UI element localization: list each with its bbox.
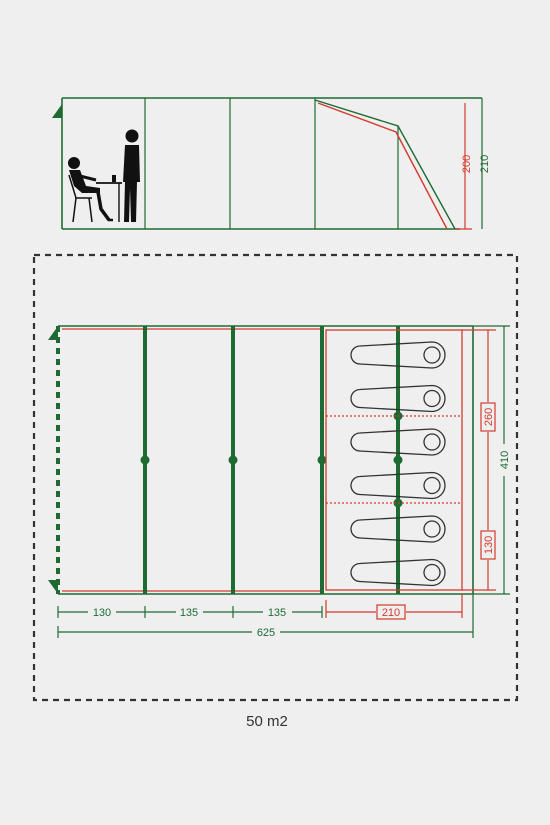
width-label-1: 130 <box>93 607 111 619</box>
side-view: 200 210 <box>52 97 491 230</box>
sleeping-bag-icon <box>350 341 446 369</box>
plan-door-flap-bottom <box>48 580 58 594</box>
plan-door-flap-top <box>48 326 58 340</box>
plan-poles <box>140 326 403 594</box>
bedroom-width-top-label: 260 <box>483 408 495 426</box>
width-label-2: 135 <box>180 607 198 619</box>
footprint-boundary <box>32 253 519 702</box>
depth-dimensions: 410 260 130 <box>462 325 511 595</box>
floor-plan: 130 135 135 210 625 410 <box>48 325 511 639</box>
width-dimensions: 130 135 135 210 625 <box>57 594 474 639</box>
side-rear-roof-green <box>314 99 456 230</box>
bedroom-inner-tent <box>325 329 463 591</box>
side-inner-tent-red <box>317 102 448 230</box>
sleeping-bag-icon <box>350 471 446 500</box>
side-door-flap <box>52 104 62 118</box>
bedroom-depth-label: 210 <box>382 607 400 619</box>
seated-person-icon <box>68 157 113 223</box>
footprint-area-label: 50 m2 <box>246 713 288 730</box>
standing-person-icon <box>123 129 140 222</box>
bedroom-width-bottom-label: 130 <box>483 536 495 554</box>
side-height-outer-label: 210 <box>479 155 491 173</box>
sleeping-bag-icon <box>350 384 446 413</box>
width-label-3: 135 <box>268 607 286 619</box>
sleeping-bags <box>350 341 446 587</box>
table-icon <box>96 175 122 222</box>
total-length-label: 625 <box>257 627 275 639</box>
sleeping-bag-icon <box>350 428 446 456</box>
side-height-inner-label: 200 <box>461 155 473 173</box>
sleeping-bag-icon <box>350 558 446 587</box>
total-width-label: 410 <box>499 451 511 469</box>
sleeping-bag-icon <box>350 515 446 543</box>
